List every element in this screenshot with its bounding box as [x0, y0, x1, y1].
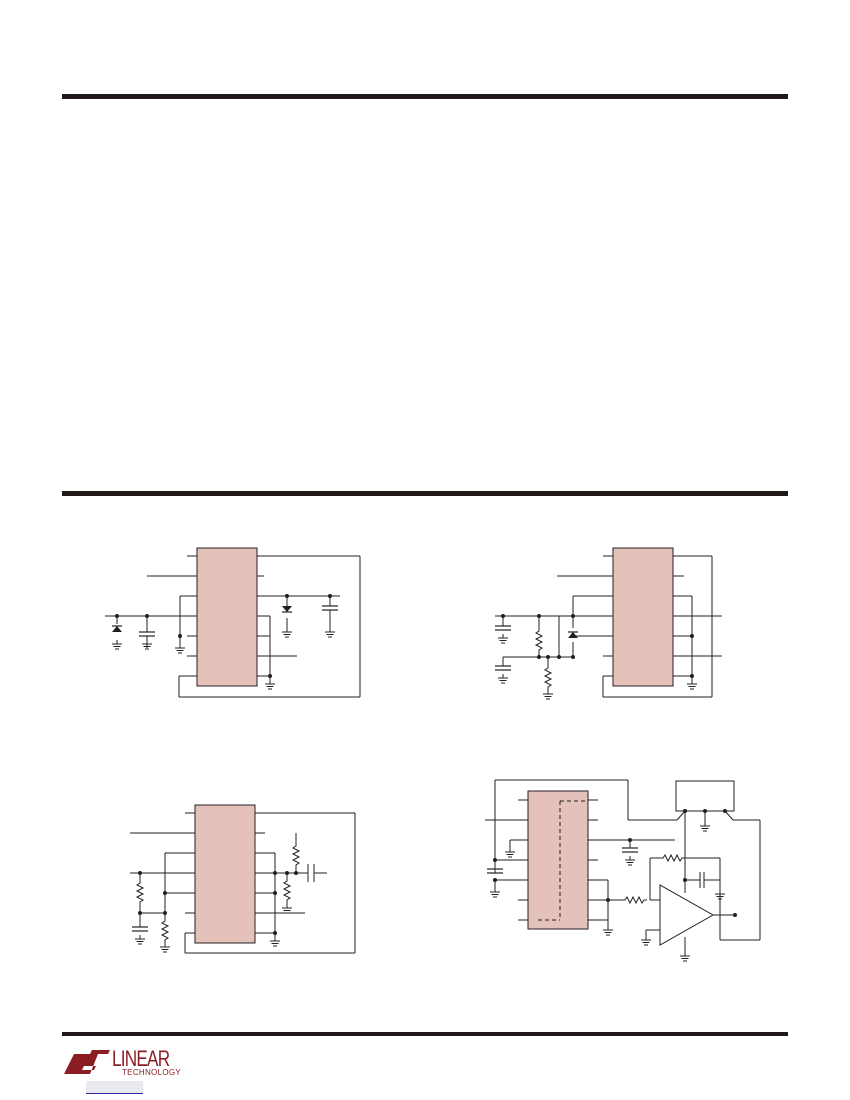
circuit-top-right	[495, 547, 722, 698]
ic-package	[194, 804, 256, 944]
logo-wordmark: LINEAR	[112, 1046, 170, 1071]
linear-technology-logo: LINEAR TECHNOLOGY	[60, 1044, 182, 1078]
logo-subtitle: TECHNOLOGY	[122, 1068, 182, 1077]
ic-package	[527, 790, 589, 930]
section-rule-middle	[62, 491, 788, 496]
circuit-bottom-right	[485, 779, 761, 952]
circuit-bottom-left	[130, 804, 356, 954]
circuit-top-left	[105, 547, 361, 698]
page-footer-link[interactable]	[86, 1081, 143, 1094]
ic-package	[196, 547, 258, 687]
section-rule-top	[62, 94, 788, 99]
ic-package	[612, 547, 674, 687]
lt-logo-mark-icon	[64, 1050, 110, 1074]
footer-rule	[62, 1032, 788, 1036]
